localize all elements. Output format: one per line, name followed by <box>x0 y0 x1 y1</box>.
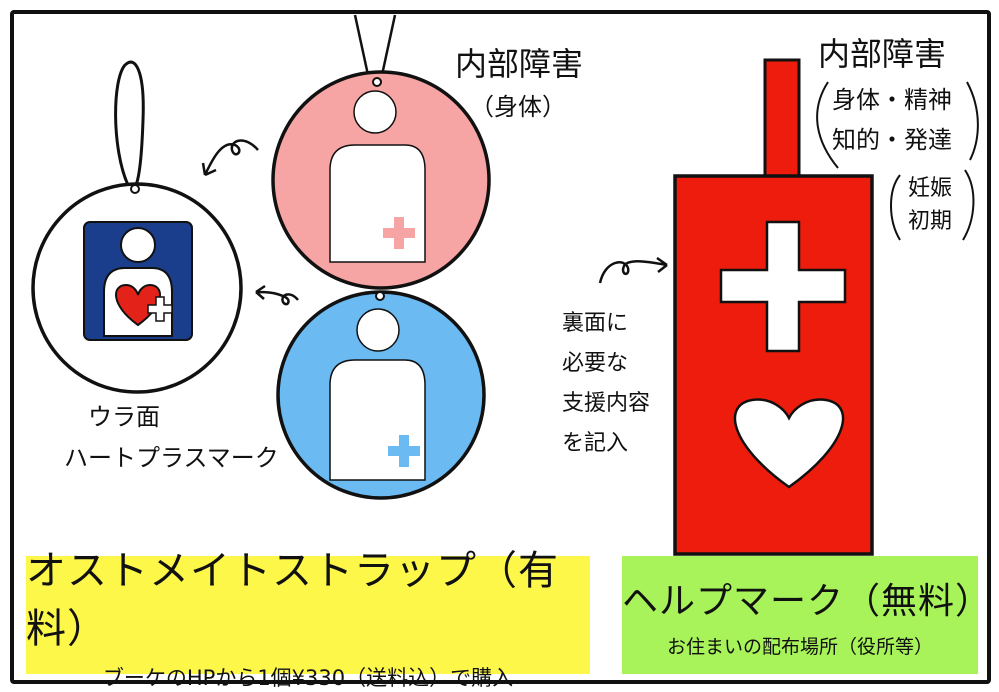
help-label-line3: 知的・発達 <box>832 126 952 154</box>
plus-icon <box>383 217 415 249</box>
heart-icon <box>115 283 161 327</box>
ostomate-subtitle: ブーケのHPから1個¥330（送料込）で購入 <box>102 666 514 690</box>
left-badge-caption-line2: ハートプラスマーク <box>64 444 279 472</box>
cross-icon <box>719 220 847 353</box>
arrow-icon <box>598 256 668 284</box>
help-label-line1: 内部障害 <box>818 35 946 73</box>
person-icon <box>329 144 426 263</box>
pregnancy-line2: 初期 <box>908 209 952 234</box>
help-label-line2: 身体・精神 <box>832 86 952 114</box>
pregnancy-line1: 妊娠 <box>908 176 952 201</box>
pink-strap-string <box>353 14 397 76</box>
help-mark-box: ヘルプマーク（無料） お住まいの配布場所（役所等） <box>622 556 993 674</box>
left-badge-string <box>114 60 145 186</box>
help-mark-title: ヘルプマーク（無料） <box>622 580 993 622</box>
back-note-line4: を記入 <box>562 431 628 456</box>
back-note-line1: 裏面に <box>562 311 628 336</box>
help-mark-subtitle: お住まいの配布場所（役所等） <box>666 635 933 658</box>
arrow-icon <box>201 139 259 177</box>
back-note-line3: 支援内容 <box>562 391 650 416</box>
heart-icon <box>733 398 845 489</box>
plus-icon <box>388 435 420 467</box>
strap-label-line2: （身体） <box>470 93 566 121</box>
left-badge-caption-line1: ウラ面 <box>88 403 160 431</box>
arrow-icon <box>255 284 299 306</box>
person-icon <box>329 359 426 481</box>
ostomate-strap-box: オストメイトストラップ（有料） ブーケのHPから1個¥330（送料込）で購入 <box>26 548 590 690</box>
ostomate-title: オストメイトストラップ（有料） <box>26 548 559 652</box>
back-note-line2: 必要な <box>562 351 628 376</box>
help-mark-strap <box>763 58 801 180</box>
strap-label-line1: 内部障害 <box>455 45 583 83</box>
